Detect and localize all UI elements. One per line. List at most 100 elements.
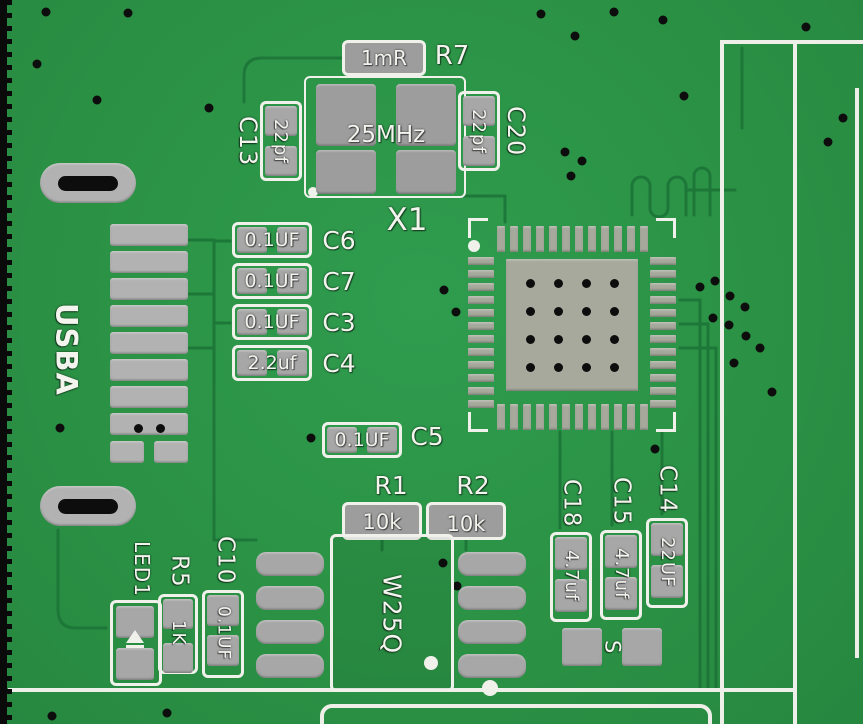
- qfn-pad-left[interactable]: [468, 257, 494, 265]
- qfn-pad-left[interactable]: [468, 400, 494, 408]
- capacitor-c10[interactable]: C10 0.1UF: [202, 534, 248, 680]
- soic-pad-right[interactable]: [458, 654, 526, 678]
- qfn-pad-left[interactable]: [468, 335, 494, 343]
- usb-pad-small[interactable]: [154, 441, 188, 463]
- usb-connector[interactable]: USBA: [40, 163, 190, 526]
- crystal-pad[interactable]: [316, 84, 376, 146]
- qfn-pad-bottom[interactable]: [614, 404, 622, 430]
- resistor-r2[interactable]: R2 10k: [426, 470, 510, 542]
- usb-pad[interactable]: [110, 305, 188, 327]
- resistor-r1[interactable]: R1 10k: [342, 470, 426, 542]
- qfn-pad-bottom[interactable]: [497, 404, 505, 430]
- capacitor-c7[interactable]: 0.1UF C7: [232, 263, 362, 301]
- led1[interactable]: LED1: [108, 536, 164, 688]
- soic-pad-right[interactable]: [458, 552, 526, 576]
- qfn-pad-right[interactable]: [650, 335, 676, 343]
- resistor-r5[interactable]: R5 1K: [156, 548, 200, 676]
- usb-pad[interactable]: [110, 413, 188, 435]
- resistor-r7[interactable]: 1mR R7: [342, 40, 474, 78]
- soic-pad-left[interactable]: [256, 586, 324, 610]
- usb-pad[interactable]: [110, 386, 188, 408]
- soic-pad-left[interactable]: [256, 552, 324, 576]
- cap-pad[interactable]: [277, 309, 307, 335]
- cap-pad[interactable]: [277, 268, 307, 294]
- usb-pad[interactable]: [110, 224, 188, 246]
- jumper-pad[interactable]: [562, 628, 602, 666]
- jumper-s[interactable]: S: [562, 626, 666, 670]
- cap-pad[interactable]: [651, 565, 683, 598]
- qfn-pad-top[interactable]: [588, 226, 596, 252]
- cap-pad[interactable]: [555, 537, 587, 570]
- cap-pad[interactable]: [237, 309, 267, 335]
- cap-pad[interactable]: [651, 523, 683, 556]
- crystal-pad[interactable]: [396, 150, 456, 194]
- cap-pad[interactable]: [237, 227, 267, 253]
- qfn-pad-top[interactable]: [575, 226, 583, 252]
- capacitor-c5[interactable]: 0.1UF C5: [322, 420, 452, 460]
- qfn-pad-top[interactable]: [549, 226, 557, 252]
- qfn-pad-bottom[interactable]: [601, 404, 609, 430]
- capacitor-c14[interactable]: C14 22UF: [646, 462, 690, 612]
- cap-pad[interactable]: [207, 635, 239, 666]
- qfn-pad-right[interactable]: [650, 387, 676, 395]
- soic-pad-left[interactable]: [256, 620, 324, 644]
- qfn-pad-left[interactable]: [468, 270, 494, 278]
- qfn-pad-bottom[interactable]: [523, 404, 531, 430]
- cap-pad[interactable]: [327, 427, 357, 453]
- cap-pad[interactable]: [605, 535, 637, 568]
- cap-pad[interactable]: [367, 427, 397, 453]
- usb-pad-small[interactable]: [110, 441, 144, 463]
- led-pad[interactable]: [116, 648, 154, 680]
- cap-pad[interactable]: [237, 268, 267, 294]
- component-body[interactable]: [342, 502, 422, 540]
- cap-pad[interactable]: [207, 595, 239, 626]
- qfn-pad-top[interactable]: [614, 226, 622, 252]
- cap-pad[interactable]: [463, 136, 495, 166]
- qfn-pad-bottom[interactable]: [640, 404, 648, 430]
- capacitor-c15[interactable]: C15 4.7uf: [600, 474, 644, 624]
- qfn-pad-left[interactable]: [468, 348, 494, 356]
- qfn-thermal-pad[interactable]: [506, 259, 638, 391]
- res-pad[interactable]: [163, 599, 193, 629]
- qfn-pad-top[interactable]: [523, 226, 531, 252]
- qfn-pad-top[interactable]: [497, 226, 505, 252]
- component-body[interactable]: [342, 40, 426, 76]
- qfn-pad-right[interactable]: [650, 296, 676, 304]
- soic-pad-left[interactable]: [256, 654, 324, 678]
- cap-pad[interactable]: [277, 350, 307, 376]
- qfn-pad-right[interactable]: [650, 400, 676, 408]
- qfn-pad-right[interactable]: [650, 361, 676, 369]
- qfn-pad-right[interactable]: [650, 348, 676, 356]
- cap-pad[interactable]: [237, 350, 267, 376]
- cap-pad[interactable]: [605, 577, 637, 610]
- qfn-pad-bottom[interactable]: [575, 404, 583, 430]
- qfn-pad-right[interactable]: [650, 257, 676, 265]
- capacitor-c3[interactable]: 0.1UF C3: [232, 304, 362, 342]
- qfn-pad-left[interactable]: [468, 283, 494, 291]
- qfn-pad-left[interactable]: [468, 322, 494, 330]
- soic-pad-right[interactable]: [458, 586, 526, 610]
- qfn-main-ic[interactable]: [466, 218, 678, 432]
- qfn-pad-right[interactable]: [650, 309, 676, 317]
- qfn-pad-right[interactable]: [650, 374, 676, 382]
- capacitor-c6[interactable]: 0.1UF C6: [232, 222, 362, 260]
- usb-pad[interactable]: [110, 332, 188, 354]
- soic-pad-right[interactable]: [458, 620, 526, 644]
- crystal-x1[interactable]: 25MHz: [304, 76, 474, 202]
- flash-ic-w25q[interactable]: W25Q: [256, 534, 528, 694]
- qfn-pad-left[interactable]: [468, 387, 494, 395]
- capacitor-c20[interactable]: 22pf C20: [458, 90, 530, 174]
- usb-pad[interactable]: [110, 278, 188, 300]
- usb-pad[interactable]: [110, 359, 188, 381]
- qfn-pad-right[interactable]: [650, 283, 676, 291]
- qfn-pad-left[interactable]: [468, 309, 494, 317]
- capacitor-c18[interactable]: C18 4.7uf: [550, 476, 594, 626]
- res-pad[interactable]: [163, 643, 193, 673]
- cap-pad[interactable]: [265, 106, 297, 136]
- cap-pad[interactable]: [463, 96, 495, 126]
- qfn-pad-right[interactable]: [650, 270, 676, 278]
- qfn-pad-top[interactable]: [562, 226, 570, 252]
- qfn-pad-bottom[interactable]: [536, 404, 544, 430]
- qfn-pad-right[interactable]: [650, 322, 676, 330]
- capacitor-c4[interactable]: 2.2uf C4: [232, 345, 362, 383]
